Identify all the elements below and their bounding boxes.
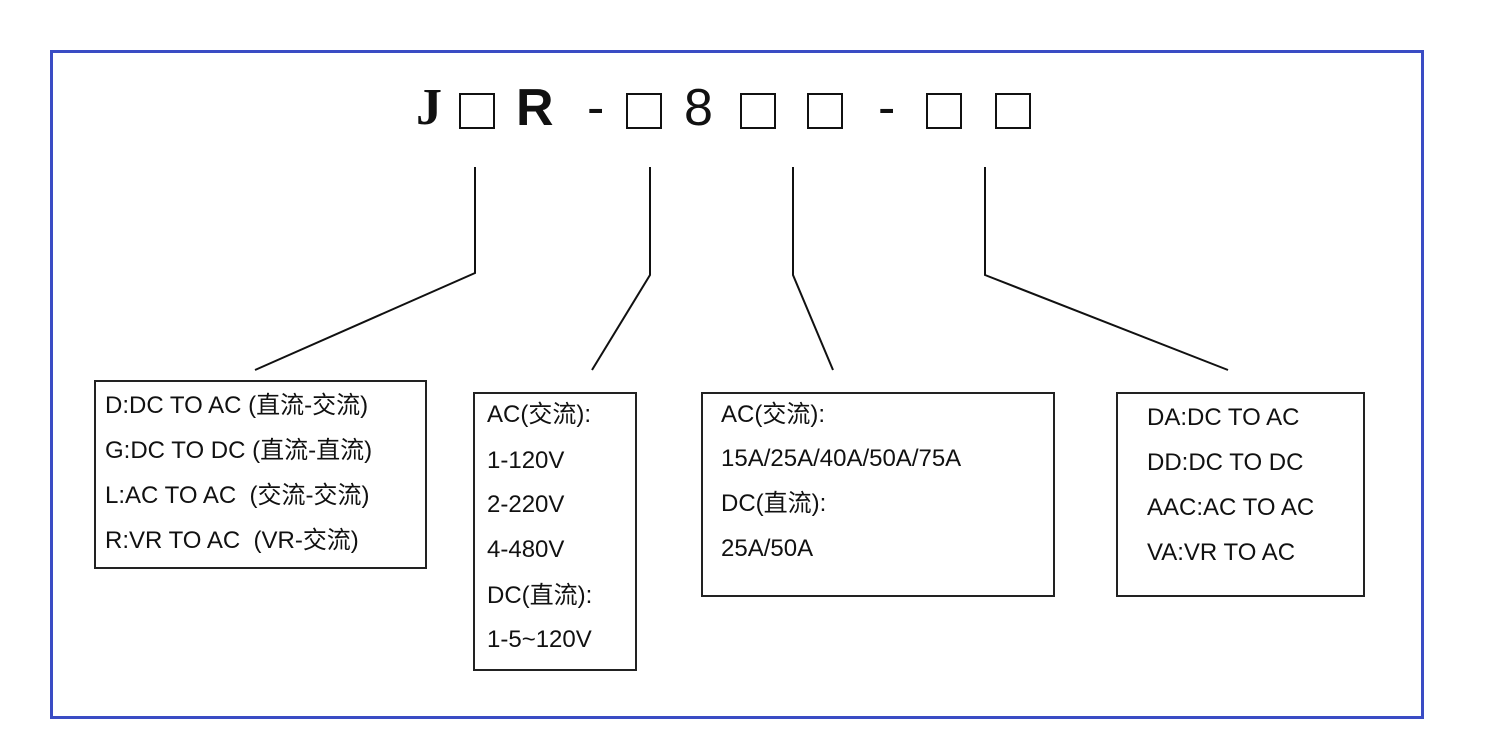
voltage-line: 4-480V	[487, 536, 565, 563]
mode-line: VA:VR TO AC	[1147, 539, 1296, 566]
code-letter-r: R	[516, 79, 554, 137]
voltage-line: DC(直流):	[487, 582, 593, 609]
voltage-line: 1-5~120V	[487, 626, 592, 653]
type-line: L:AC TO AC (交流-交流)	[105, 482, 370, 509]
mode-line: DD:DC TO DC	[1147, 449, 1304, 476]
connector-current	[792, 167, 834, 371]
code-placeholder-voltage	[626, 93, 662, 129]
current-line: 25A/50A	[721, 535, 814, 562]
connector-voltage	[591, 167, 651, 371]
type-line: D:DC TO AC (直流-交流)	[105, 392, 369, 419]
code-placeholder-type	[459, 93, 495, 129]
type-line: R:VR TO AC (VR-交流)	[105, 527, 359, 554]
code-dash: -	[587, 79, 605, 137]
code-digit-8: 8	[684, 79, 713, 137]
code-placeholder-current-1	[740, 93, 776, 129]
current-line: AC(交流):	[721, 401, 825, 428]
mode-line: AAC:AC TO AC	[1147, 494, 1315, 521]
connector-type	[254, 167, 476, 371]
code-placeholder-mode-1	[926, 93, 962, 129]
voltage-line: 1-120V	[487, 447, 565, 474]
code-placeholder-current-2	[807, 93, 843, 129]
diagram-frame	[50, 50, 1424, 719]
current-line: 15A/25A/40A/50A/75A	[721, 445, 962, 472]
code-placeholder-mode-2	[995, 93, 1031, 129]
code-letter-j: J	[416, 79, 442, 136]
connector-mode	[984, 167, 1229, 371]
mode-box: DA:DC TO AC DD:DC TO DC AAC:AC TO AC VA:…	[1116, 392, 1365, 597]
voltage-line: AC(交流):	[487, 401, 591, 428]
voltage-line: 2-220V	[487, 491, 565, 518]
current-line: DC(直流):	[721, 490, 827, 517]
type-box: D:DC TO AC (直流-交流) G:DC TO DC (直流-直流) L:…	[94, 380, 427, 569]
type-line: G:DC TO DC (直流-直流)	[105, 437, 373, 464]
current-box: AC(交流): 15A/25A/40A/50A/75A DC(直流): 25A/…	[701, 392, 1055, 597]
voltage-box: AC(交流): 1-120V 2-220V 4-480V DC(直流): 1-5…	[473, 392, 637, 671]
code-dash: -	[878, 79, 896, 137]
mode-line: DA:DC TO AC	[1147, 404, 1300, 431]
